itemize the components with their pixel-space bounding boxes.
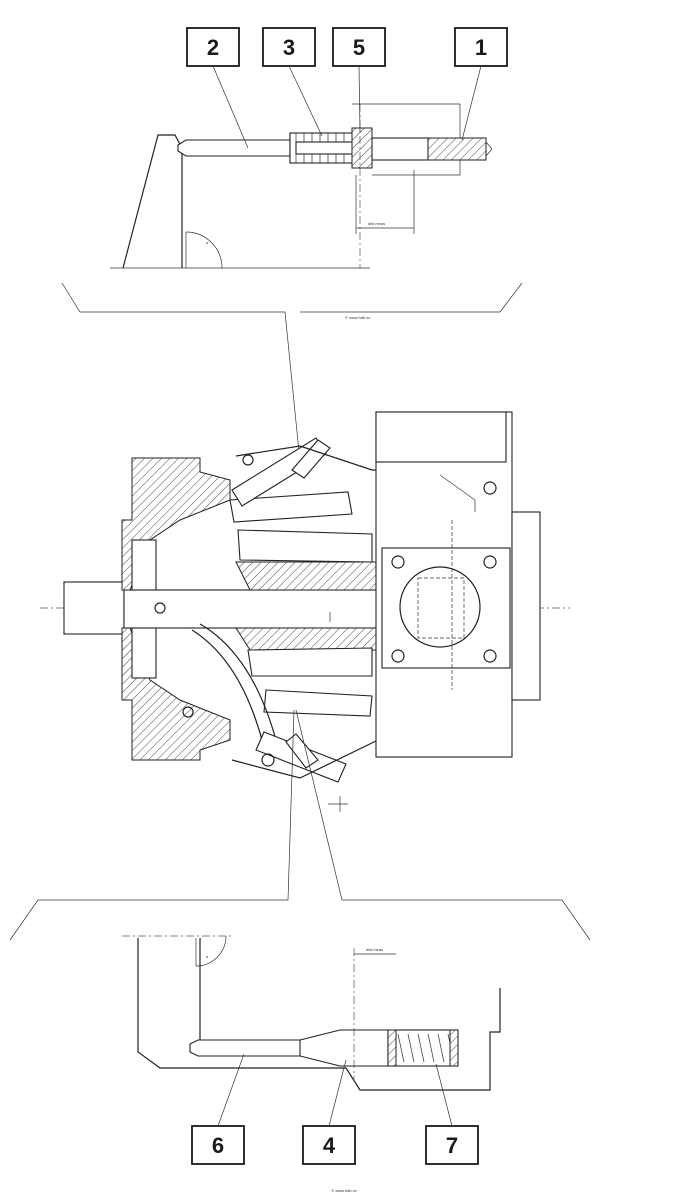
callout-2: 2 <box>186 27 249 149</box>
callout-6: 6 <box>191 1053 245 1165</box>
callout-4: 4 <box>302 1059 356 1165</box>
bottom-dim-label: dist meas <box>366 947 383 952</box>
callout-3: 3 <box>262 27 323 137</box>
svg-text:1: 1 <box>475 35 487 60</box>
callout-5: 5 <box>332 27 386 133</box>
svg-text:3: 3 <box>283 35 295 60</box>
svg-text:α: α <box>206 954 209 959</box>
svg-text:2: 2 <box>207 35 219 60</box>
callout-1: 1 <box>454 27 508 141</box>
svg-text:7: 7 <box>446 1133 458 1158</box>
callout-7: 7 <box>425 1063 479 1165</box>
bottom-detail: α dist meas <box>122 935 501 1091</box>
top-detail: α dist meas <box>110 103 493 269</box>
center-assembly <box>40 411 570 812</box>
footer-note: © www.hdb.xx <box>331 1188 356 1193</box>
top-funnel: © www.hdb.xx <box>61 282 523 463</box>
center-note: © www.hdb.xx <box>345 315 370 320</box>
svg-text:6: 6 <box>212 1133 224 1158</box>
svg-text:4: 4 <box>323 1133 336 1158</box>
top-dim-label: dist meas <box>368 221 385 226</box>
bottom-funnel <box>9 709 591 941</box>
svg-text:5: 5 <box>353 35 365 60</box>
svg-text:α: α <box>206 240 209 245</box>
